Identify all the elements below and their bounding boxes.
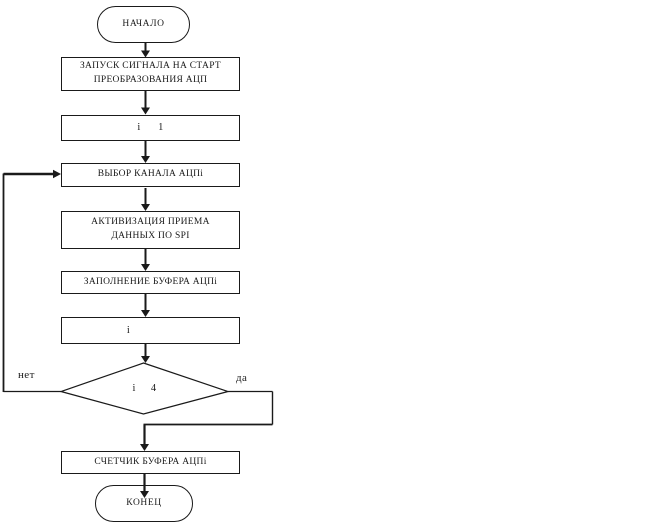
process-increment-counter: i [61,317,240,344]
process-adc-start-conversion: ЗАПУСК СИГНАЛА НА СТАРТ ПРЕОБРАЗОВАНИЯ А… [61,57,240,91]
edge-fill-to-increment [141,294,150,317]
process-init-counter: i 1 [61,115,240,141]
process-label: i 1 [137,122,164,134]
terminator-start-label: НАЧАЛО [122,18,165,29]
edge-decision-yes [143,390,274,426]
process-adc-buffer-counter: СЧЕТЧИК БУФЕРА АЦПi [61,451,240,474]
process-label-line: ДАННЫХ ПО SPI [111,231,190,241]
process-label-line: ЗАПУСК СИГНАЛА НА СТАРТ [79,61,222,72]
process-label: i [126,324,131,336]
edge-activate-to-fill [141,249,150,271]
process-fill-adc-buffer: ЗАПОЛНЕНИЕ БУФЕРА АЦПi [61,271,240,294]
process-label-line: АКТИВИЗАЦИЯ ПРИЕМА [91,217,210,228]
edge-decision-no-loop [2,169,61,393]
process-select-adc-channel: ВЫБОР КАНАЛА АЦПi [61,163,240,187]
edge-select-to-activate [141,188,150,211]
process-activate-spi-receive: АКТИВИЗАЦИЯ ПРИЕМА ДАННЫХ ПО SPI [61,211,240,249]
process-label: ЗАПОЛНЕНИЕ БУФЕРА АЦПi [83,276,218,287]
edge-adc-start-to-init [141,91,150,115]
edge-increment-to-decision [141,344,150,363]
process-label-line: ПРЕОБРАЗОВАНИЯ АЦП [93,75,208,85]
terminator-end-label: КОНЕЦ [126,497,162,508]
edge-init-to-select [141,141,150,163]
process-label: СЧЕТЧИК БУФЕРА АЦПi [94,456,207,467]
decision-label: i 4 [132,383,157,394]
edge-start-to-adc-start [141,43,150,58]
decision-no-branch-label: нет [18,369,35,381]
process-label: ВЫБОР КАНАЛА АЦПi [97,169,204,180]
terminator-end: КОНЕЦ [95,485,193,522]
terminator-start: НАЧАЛО [97,6,190,43]
edge-yes-to-counter [140,424,149,451]
decision-yes-branch-label: да [236,372,248,384]
